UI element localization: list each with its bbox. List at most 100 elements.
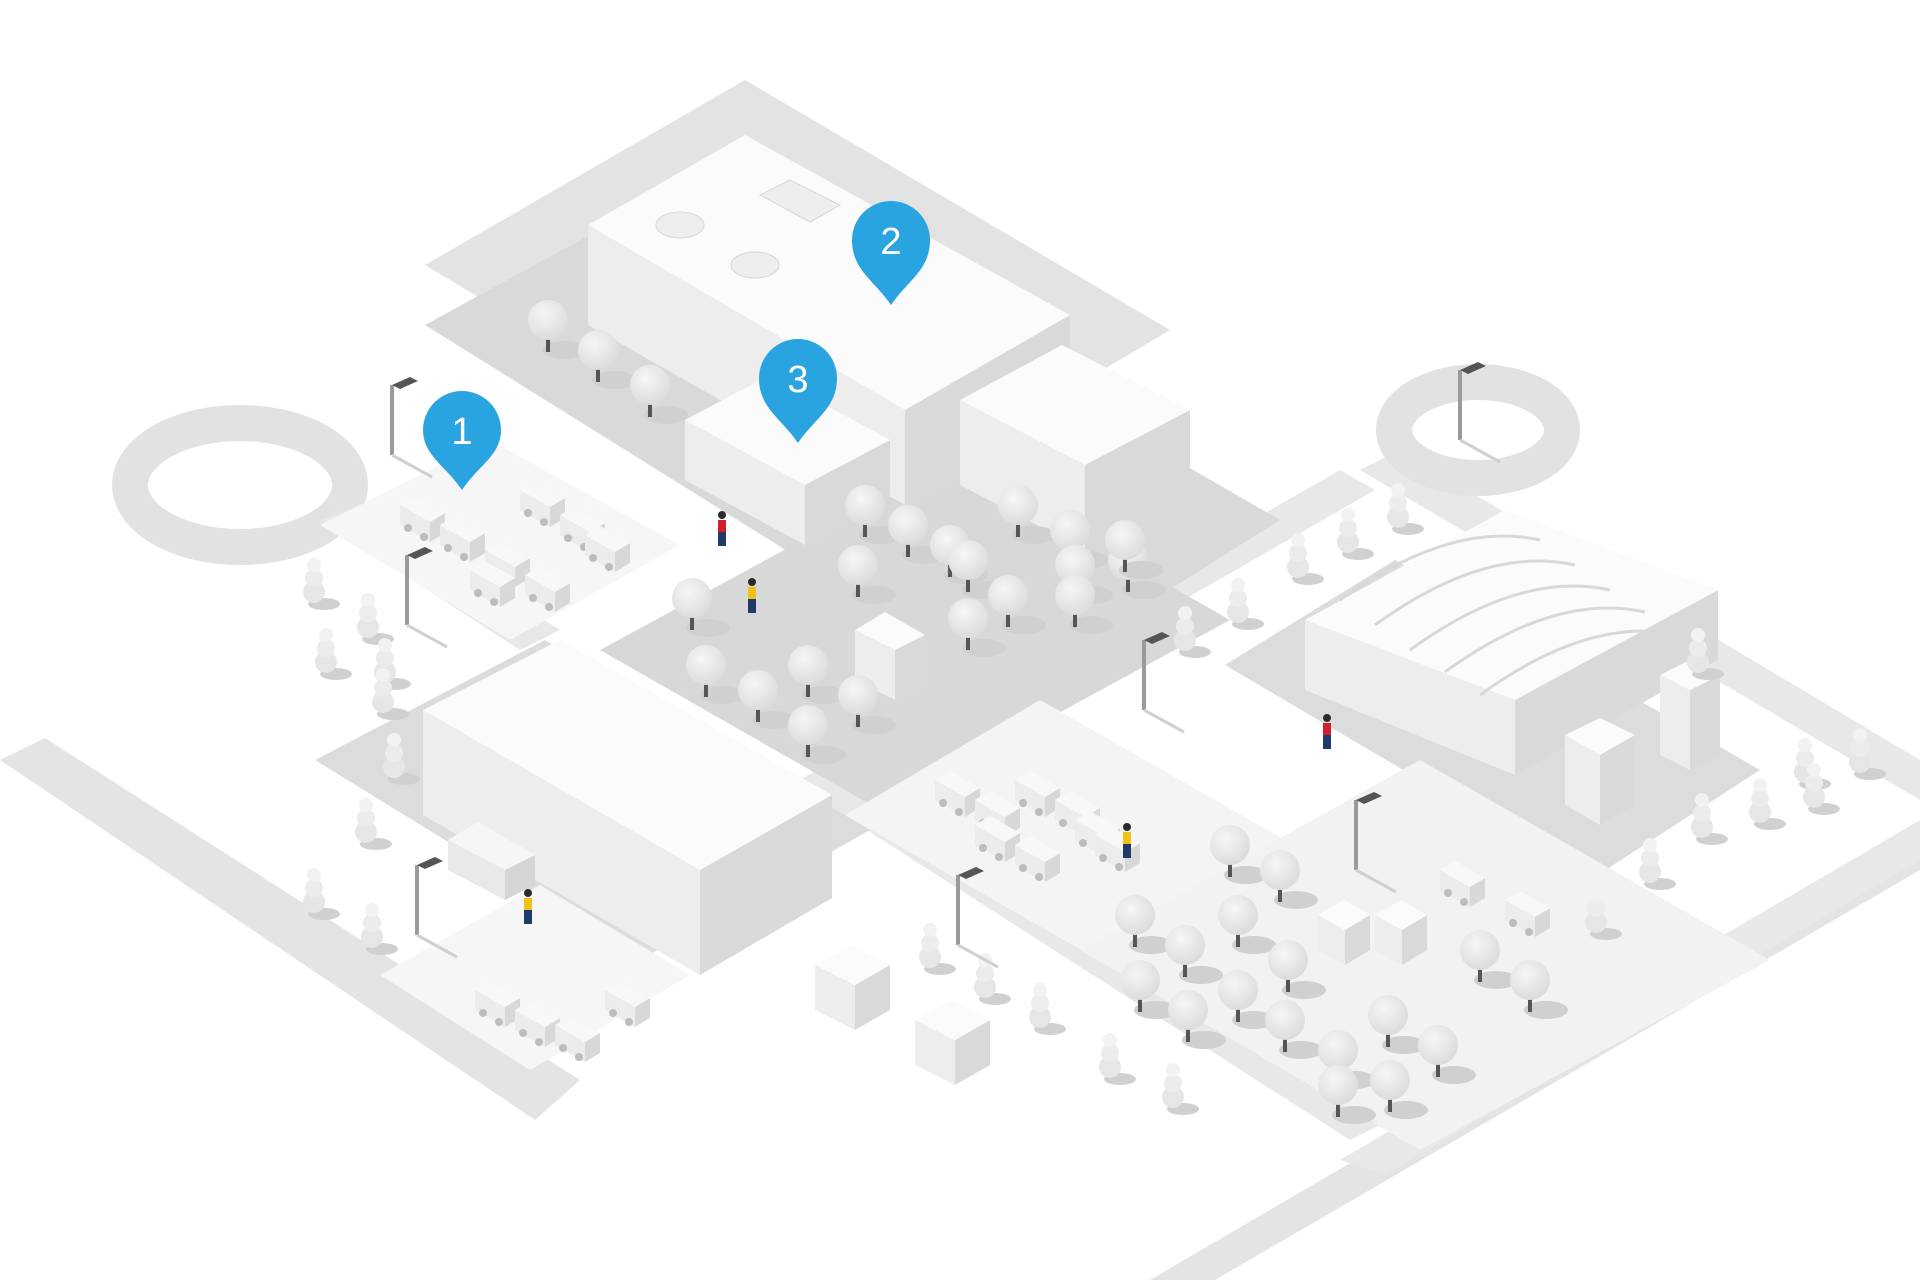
tree-icon bbox=[1210, 825, 1268, 884]
tree-icon bbox=[838, 675, 896, 734]
tree-icon bbox=[838, 545, 896, 604]
conifer-tree-icon bbox=[1803, 763, 1840, 815]
conifer-tree-icon bbox=[1337, 508, 1374, 560]
van-icon bbox=[1440, 861, 1485, 907]
conifer-tree-icon bbox=[1687, 628, 1724, 680]
building-cube-1 bbox=[815, 945, 890, 1030]
conifer-tree-icon bbox=[1749, 778, 1786, 830]
map-pins: 1 2 3 bbox=[423, 201, 930, 490]
map-pin-label: 3 bbox=[787, 359, 808, 401]
tree-icon bbox=[1368, 995, 1426, 1054]
tree-icon bbox=[948, 598, 1006, 657]
conifer-tree-icon bbox=[372, 668, 409, 720]
tree-icon bbox=[672, 578, 730, 637]
conifer-tree-icon bbox=[1639, 838, 1676, 890]
map-pin-3[interactable]: 3 bbox=[759, 339, 837, 443]
conifer-tree-icon bbox=[1849, 728, 1886, 780]
conifer-tree-icon bbox=[355, 798, 392, 850]
building-greenhouse bbox=[1305, 510, 1718, 775]
people bbox=[524, 511, 1331, 924]
conifer-tree-icon bbox=[1029, 983, 1066, 1035]
street-lamp-icon bbox=[1458, 362, 1501, 464]
van-icon bbox=[520, 481, 565, 527]
tree-icon bbox=[1370, 1060, 1428, 1119]
tree-icon bbox=[998, 485, 1056, 544]
street-lamp-icon bbox=[1142, 632, 1185, 734]
tree-icon bbox=[988, 575, 1046, 634]
tree-icon bbox=[1120, 960, 1178, 1019]
conifer-tree-icon bbox=[974, 953, 1011, 1005]
van-icon bbox=[1015, 836, 1060, 882]
plot-parking-left bbox=[320, 440, 680, 640]
conifer-tree-icon bbox=[303, 868, 340, 920]
conifer-tree-icon bbox=[1227, 578, 1264, 630]
van-icon bbox=[440, 516, 485, 562]
building-large-main bbox=[423, 640, 832, 975]
tree-icon bbox=[1418, 1025, 1476, 1084]
tree-icon bbox=[578, 330, 636, 389]
building-medium-right bbox=[960, 345, 1190, 550]
tree-icon bbox=[1165, 925, 1223, 984]
building-small-center bbox=[685, 375, 890, 545]
van-icon bbox=[1505, 891, 1550, 937]
van-icon bbox=[605, 981, 650, 1027]
tree-icon bbox=[630, 365, 688, 424]
conifer-tree-icon bbox=[315, 628, 352, 680]
person-red bbox=[718, 511, 726, 546]
map-pin-icon bbox=[423, 391, 501, 490]
road-left-diagonal bbox=[0, 738, 580, 1120]
map-pin-icon bbox=[759, 339, 837, 443]
street-lamp-icon bbox=[415, 857, 458, 959]
tree-icon bbox=[1218, 970, 1276, 1029]
person-yellow bbox=[524, 889, 532, 924]
tree-icon bbox=[528, 300, 586, 359]
conifer-tree-icon bbox=[1691, 793, 1728, 845]
tree-icon bbox=[1265, 1000, 1323, 1059]
tree-icon bbox=[686, 645, 744, 704]
street-lamp-icon bbox=[1354, 792, 1397, 894]
tree-icon bbox=[1218, 895, 1276, 954]
van-icon bbox=[475, 981, 520, 1027]
tree-icon bbox=[1318, 1065, 1376, 1124]
van-icon bbox=[585, 526, 630, 572]
tree-icon bbox=[788, 645, 846, 704]
conifer-tree-icon bbox=[1099, 1033, 1136, 1085]
street-lamp-icon bbox=[956, 867, 999, 969]
street-lamp-icon bbox=[390, 377, 433, 479]
trees bbox=[303, 300, 1886, 1124]
building-small-pair bbox=[1318, 900, 1427, 965]
conifer-tree-icon bbox=[357, 593, 394, 645]
van-icon bbox=[555, 1016, 600, 1062]
plot-parking-center bbox=[845, 700, 1285, 955]
conifer-tree-icon bbox=[1387, 483, 1424, 535]
tree-icon bbox=[1105, 520, 1163, 579]
person-yellow bbox=[748, 578, 756, 613]
plot-park-bottom bbox=[1080, 760, 1770, 1150]
map-pin-label: 1 bbox=[451, 411, 472, 453]
tree-icon bbox=[738, 670, 796, 729]
conifer-tree-icon bbox=[303, 558, 340, 610]
conifer-tree-icon bbox=[919, 923, 956, 975]
tree-icon bbox=[1268, 940, 1326, 999]
tree-icon bbox=[1055, 575, 1113, 634]
tree-icon bbox=[1510, 960, 1568, 1019]
street-lamps bbox=[390, 362, 1501, 969]
plot-parking-bottom bbox=[380, 885, 690, 1070]
conifer-tree-icon bbox=[361, 903, 398, 955]
parked-vans bbox=[400, 481, 1550, 1062]
tree-icon bbox=[1460, 930, 1518, 989]
van-icon bbox=[470, 561, 515, 607]
street-lamp-icon bbox=[405, 547, 448, 649]
map-pin-2[interactable]: 2 bbox=[852, 201, 930, 305]
building-greenhouse-annex bbox=[1565, 660, 1720, 825]
tree-icon bbox=[1260, 850, 1318, 909]
roundabout-right bbox=[1376, 364, 1580, 496]
tree-icon bbox=[1168, 990, 1226, 1049]
tree-icon bbox=[888, 505, 946, 564]
map-pin-label: 2 bbox=[880, 221, 901, 263]
conifer-tree-icon bbox=[383, 733, 420, 785]
buildings bbox=[423, 135, 1720, 1085]
roundabout-left bbox=[112, 405, 368, 565]
map-pin-1[interactable]: 1 bbox=[423, 391, 501, 490]
